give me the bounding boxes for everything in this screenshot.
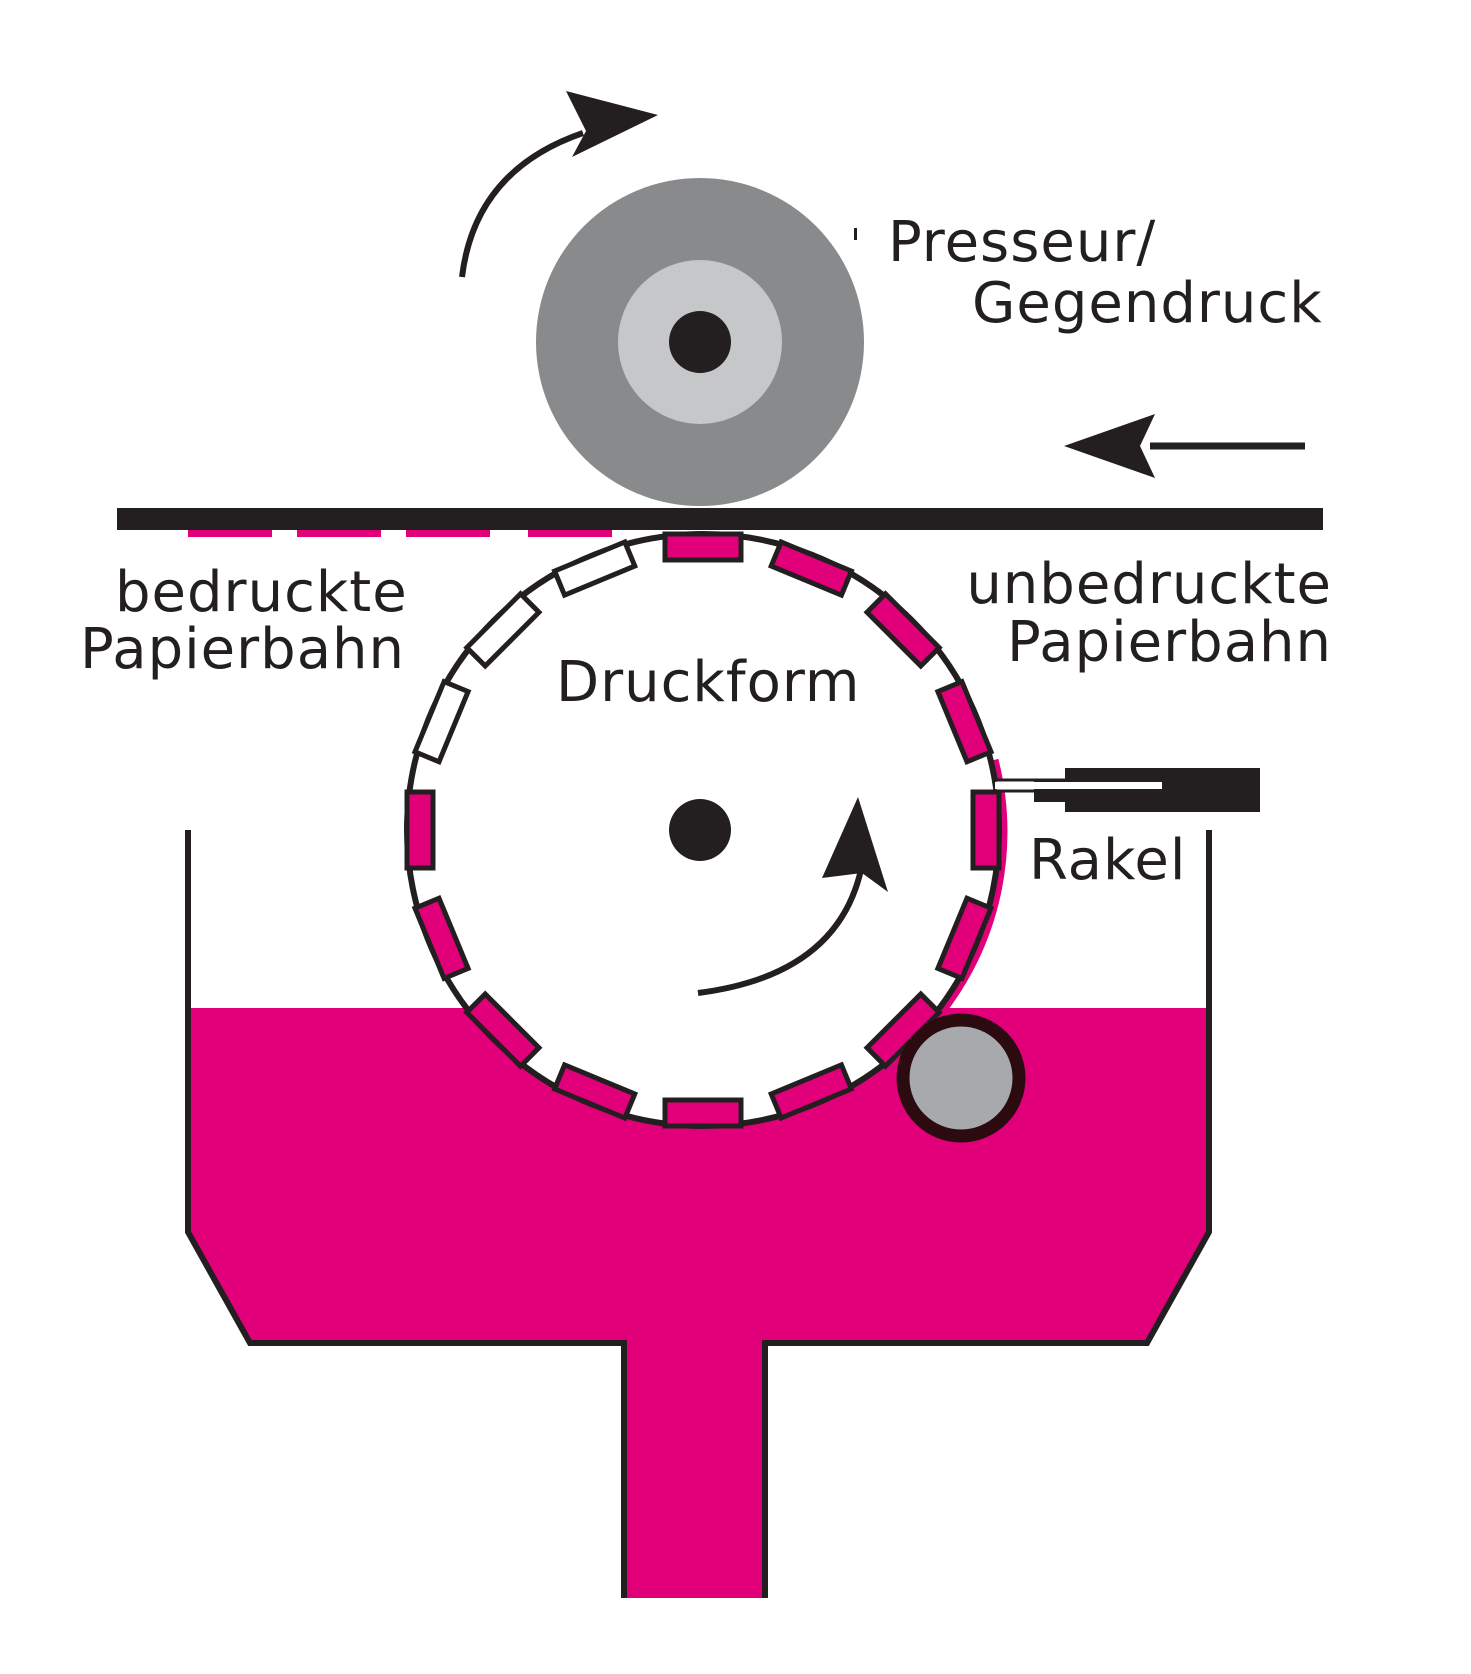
druckform-rotation-arrow xyxy=(697,864,865,996)
presseur-rotation-arrow xyxy=(459,130,584,278)
gravure-cell xyxy=(662,531,744,563)
ink-trough-fill xyxy=(188,1008,1209,1598)
feed-arrowhead xyxy=(1064,414,1155,478)
printed-dashes xyxy=(188,530,612,537)
gravure-cell xyxy=(863,590,943,670)
gravure-cells xyxy=(404,531,1002,1129)
unprinted-web-label-line2: Papierbahn xyxy=(1007,610,1332,675)
druckform-axle xyxy=(669,799,731,861)
gravure-cell xyxy=(767,538,855,599)
presseur-label-line2: Gegendruck xyxy=(972,271,1323,336)
gravure-cell xyxy=(411,678,472,766)
gravure-cell xyxy=(411,894,472,982)
gravure-cell xyxy=(463,590,543,670)
druckform-arrowhead xyxy=(822,797,888,892)
gravure-cell xyxy=(551,1061,639,1122)
gravure-cell xyxy=(970,789,1002,871)
unprinted-web-label-line1: unbedruckte xyxy=(966,552,1332,617)
druckform-cylinder xyxy=(404,531,1002,1129)
gravure-cell xyxy=(767,1061,855,1122)
printed-web-label-line1: bedruckte xyxy=(115,560,408,625)
rakel-label: Rakel xyxy=(1029,828,1187,893)
ink-trough-outline xyxy=(185,830,627,1598)
gravure-cell xyxy=(404,789,436,871)
gravure-cell xyxy=(662,1097,744,1129)
printed-web-label-line2: Papierbahn xyxy=(80,617,405,682)
rakel-blade xyxy=(993,768,1260,812)
presseur-label-line1: Presseur/ xyxy=(888,210,1157,275)
presseur-roller xyxy=(536,178,864,506)
paper-web xyxy=(117,508,1323,530)
gravure-cell xyxy=(463,990,543,1070)
gravure-cell xyxy=(934,894,995,982)
small-roller xyxy=(896,1013,1026,1143)
ink-trough-outline-right xyxy=(762,830,1212,1598)
presseur-arrowhead xyxy=(566,91,658,157)
druckform-label: Druckform xyxy=(556,650,861,715)
gravure-cell xyxy=(551,538,639,599)
gravure-cell xyxy=(934,678,995,766)
tick-mark xyxy=(854,228,857,240)
